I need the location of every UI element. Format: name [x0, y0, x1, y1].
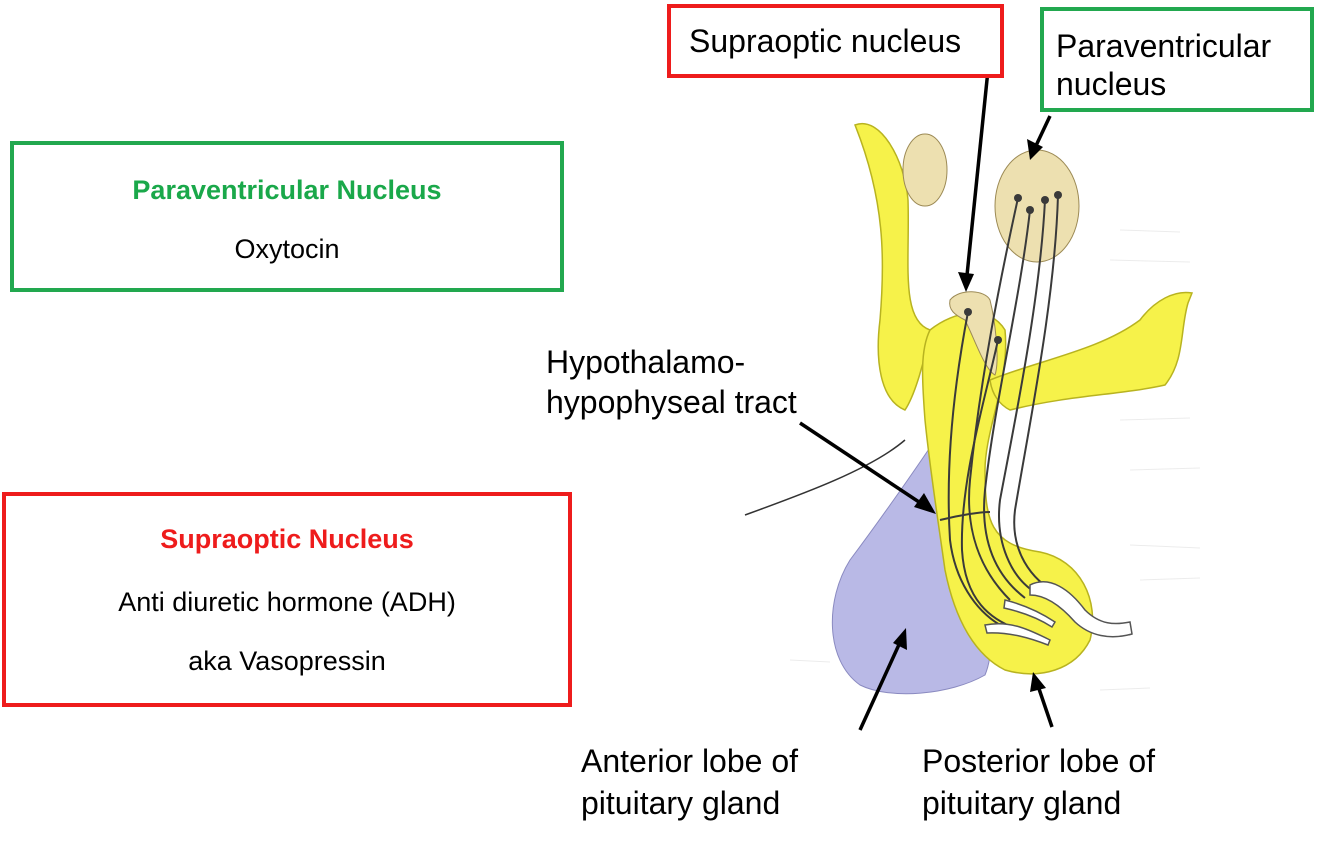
- supraoptic-nucleus-oval: [949, 291, 998, 376]
- supraoptic-hormone-alias-text: aka Vasopressin: [188, 646, 386, 676]
- tract-label-line1: Hypothalamo-: [546, 344, 746, 380]
- paraventricular-summary-heading: Paraventricular Nucleus: [132, 175, 442, 205]
- posterior-lobe-label-line2: pituitary gland: [922, 785, 1122, 821]
- supraoptic-summary-heading: Supraoptic Nucleus: [160, 524, 414, 554]
- anterior-lobe-label-line2: pituitary gland: [581, 785, 781, 821]
- posterior-lobe-vessels: [984, 581, 1133, 646]
- paraventricular-summary-box: Paraventricular Nucleus Oxytocin: [10, 141, 564, 292]
- nuclei: [902, 133, 1080, 376]
- tract-label-line2: hypophyseal tract: [546, 384, 797, 420]
- tract-pointer-arrow: [799, 421, 929, 510]
- paraventricular-nucleus-label-box: Paraventricular nucleus: [1040, 7, 1314, 112]
- paraventricular-nucleus-label: Paraventricular nucleus: [1056, 28, 1272, 102]
- anterior-lobe-label-line1: Anterior lobe of: [581, 743, 799, 779]
- supraoptic-summary-box: Supraoptic Nucleus Anti diuretic hormone…: [2, 492, 572, 707]
- supraoptic-pointer-arrow: [964, 69, 990, 286]
- supraoptic-nucleus-label-box: Supraoptic nucleus: [667, 4, 1004, 78]
- background-scan-texture: [789, 229, 1201, 691]
- left-nucleus-oval: [902, 133, 948, 207]
- arrowheads: [893, 139, 1046, 692]
- outline-line: [744, 439, 906, 516]
- neuron-axons: [939, 194, 1061, 631]
- anterior-lobe-pointer-arrow: [858, 637, 904, 731]
- posterior-lobe-label-line1: Posterior lobe of: [922, 743, 1156, 779]
- supraoptic-nucleus-label: Supraoptic nucleus: [689, 23, 962, 59]
- neuron-cell-bodies: [964, 191, 1062, 344]
- paraventricular-hormone-text: Oxytocin: [234, 234, 340, 264]
- supraoptic-hormone-text: Anti diuretic hormone (ADH): [118, 587, 456, 617]
